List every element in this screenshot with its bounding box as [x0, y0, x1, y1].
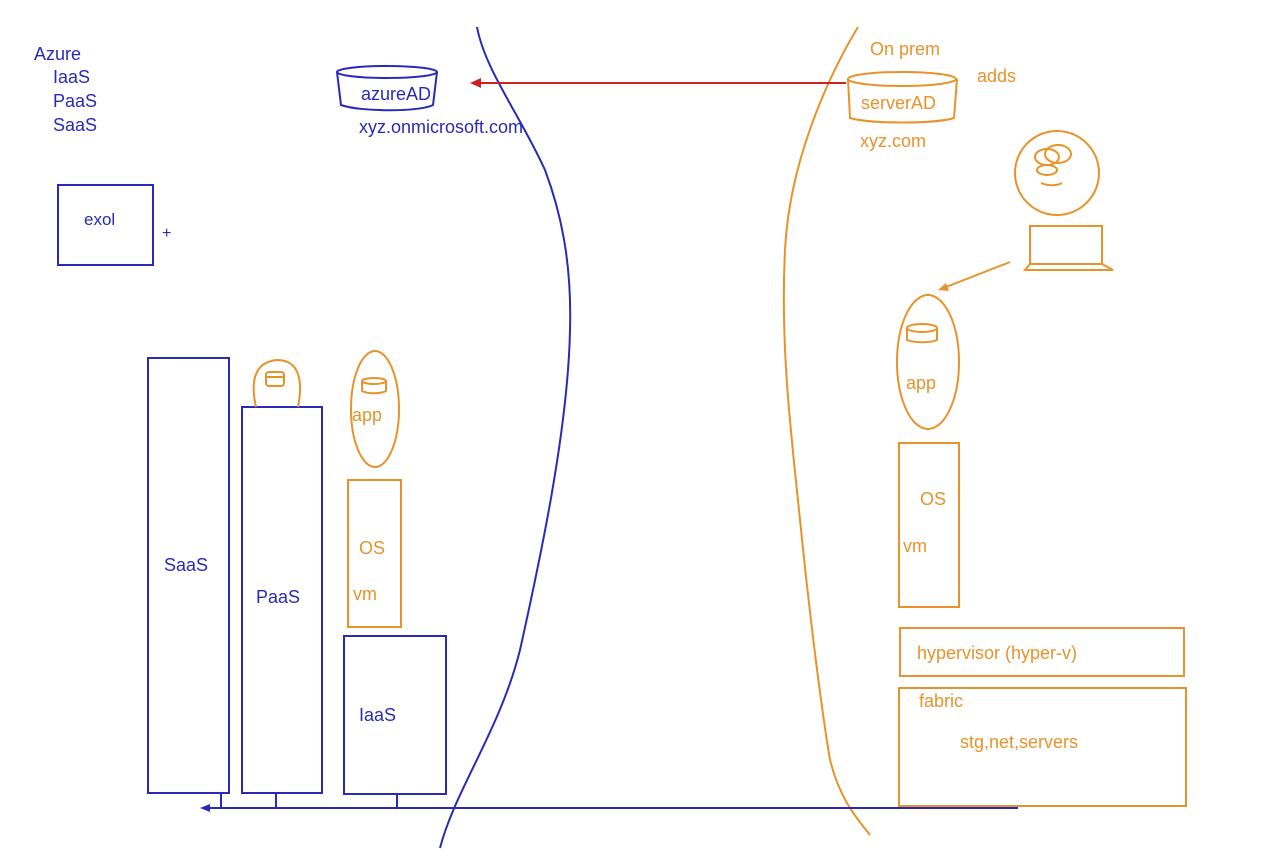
onprem-app-ellipse [896, 294, 960, 430]
directory-sync-arrow [470, 78, 846, 88]
adds-label: adds [977, 66, 1017, 86]
serverad-cylinder [847, 71, 958, 124]
onprem-os-label: OS [920, 489, 947, 509]
fabric-detail-label: stg,net,servers [960, 732, 1079, 752]
fabric-label: fabric [919, 691, 964, 711]
iaas-box [343, 635, 447, 795]
bottom-arrow-head [200, 804, 210, 812]
saas-box [147, 357, 230, 794]
azure-model-saas: SaaS [53, 115, 98, 135]
laptop-icon [1022, 225, 1114, 271]
azure-app-ellipse [350, 350, 400, 468]
fabric-box [898, 687, 1187, 807]
onprem-os-vm-box [898, 442, 960, 608]
paas-app-bump [252, 358, 302, 408]
saas-label: SaaS [164, 555, 209, 575]
azure-app-label: app [352, 405, 383, 425]
azure-os-label: OS [359, 538, 386, 558]
azuread-cylinder [336, 65, 438, 112]
azure-bottom-connector [208, 793, 1018, 809]
onprem-app-label: app [906, 373, 937, 393]
serverad-label: serverAD [861, 93, 937, 113]
azure-os-vm-box [347, 479, 402, 628]
laptop-to-app-arrow [938, 261, 1011, 291]
hypervisor-label: hypervisor (hyper-v) [917, 643, 1078, 663]
plus-sign: + [162, 225, 172, 242]
azure-vm-label: vm [353, 584, 377, 604]
azure-model-paas: PaaS [53, 91, 98, 111]
user-face-icon [1014, 130, 1100, 216]
azure-boundary-line [439, 26, 572, 849]
azuread-domain: xyz.onmicrosoft.com [359, 117, 524, 137]
exol-label: exol [84, 210, 116, 229]
serverad-domain: xyz.com [860, 131, 927, 151]
onprem-boundary-line [782, 26, 871, 836]
azure-model-iaas: IaaS [53, 67, 91, 87]
onprem-heading: On prem [870, 39, 941, 59]
azuread-label: azureAD [361, 84, 432, 104]
exol-box [57, 184, 154, 266]
iaas-label: IaaS [359, 705, 397, 725]
paas-label: PaaS [256, 587, 301, 607]
hypervisor-box [899, 627, 1185, 677]
azure-heading: Azure [34, 44, 82, 64]
paas-box [241, 406, 323, 794]
onprem-vm-label: vm [903, 536, 927, 556]
